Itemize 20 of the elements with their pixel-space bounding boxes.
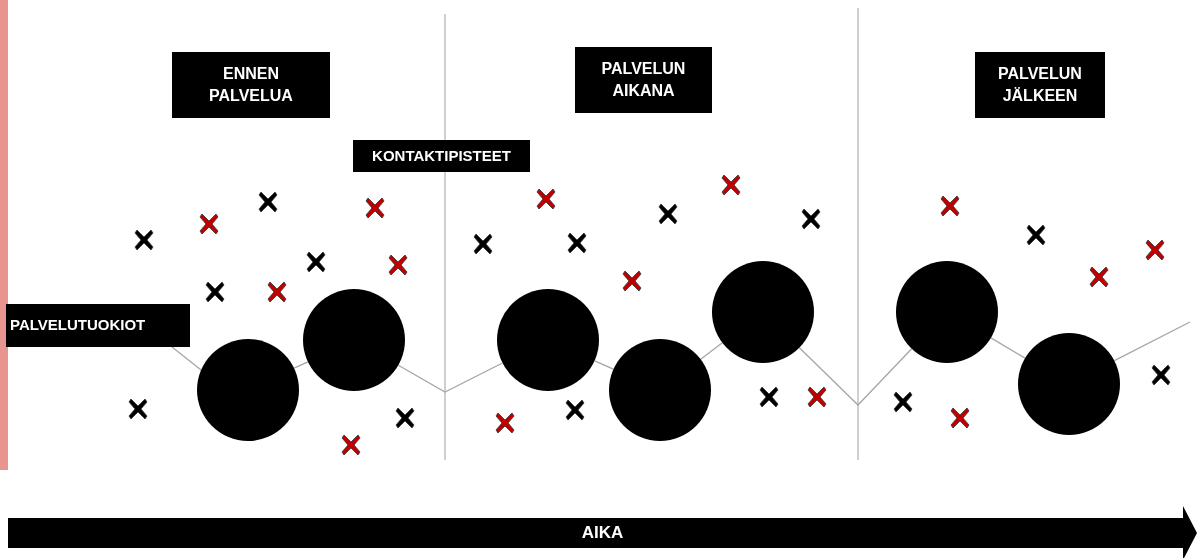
label-box xyxy=(975,52,1105,118)
label-box xyxy=(353,140,530,172)
connector-line xyxy=(293,361,309,369)
box-label: KONTAKTIPISTEET xyxy=(372,145,511,166)
axis-label: AIKA xyxy=(581,523,624,543)
label-box xyxy=(575,47,712,113)
connector-line xyxy=(593,360,615,370)
connector-line xyxy=(171,346,202,371)
connector-line xyxy=(700,342,723,360)
box-label: PALVELUN AIKANA xyxy=(600,59,687,101)
label-box xyxy=(6,304,190,347)
box-label: PALVELUN JÄLKEEN xyxy=(997,64,1083,106)
label-box xyxy=(172,52,330,118)
box-label: PALVELUTUOKIOT xyxy=(10,315,146,336)
box-label: ENNEN PALVELUA xyxy=(208,64,294,106)
connector-line xyxy=(798,347,913,406)
connector-line xyxy=(1113,321,1191,362)
timeline-arrow xyxy=(8,506,1197,558)
connector-line xyxy=(990,337,1026,359)
connector-line xyxy=(397,362,504,393)
